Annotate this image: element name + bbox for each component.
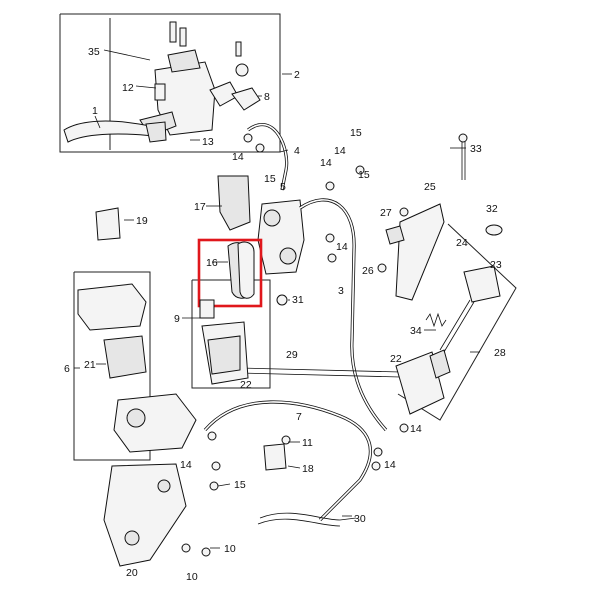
- callout-17: 17: [194, 201, 206, 213]
- front-brake-lever: [63, 120, 167, 143]
- callout-16: 16: [206, 257, 218, 269]
- callout-21: 21: [84, 359, 96, 371]
- callout-14: 14: [410, 423, 422, 435]
- callout-8: 8: [264, 91, 270, 103]
- rear-caliper-bracket-6: [77, 283, 147, 379]
- callout-11: 11: [302, 437, 313, 449]
- callout-2: 2: [294, 69, 300, 81]
- callout-5: 5: [280, 181, 286, 193]
- rear-caliper-group-frame: [73, 271, 151, 461]
- callout-10: 10: [186, 571, 198, 583]
- spring-34: [425, 312, 447, 328]
- callout-15: 15: [350, 127, 362, 139]
- callout-14: 14: [232, 151, 244, 163]
- brake-line-29: [239, 367, 401, 378]
- rear-master-cylinder: [395, 299, 475, 415]
- reservoir-23: [463, 265, 501, 303]
- callout-29: 29: [286, 349, 298, 361]
- rear-caliper: [113, 393, 197, 453]
- callout-20: 20: [126, 567, 138, 579]
- rear-pad-holder: [199, 299, 249, 385]
- highlight-box-brake-pads: [197, 238, 263, 308]
- callout-15: 15: [264, 173, 276, 185]
- callout-34: 34: [410, 325, 422, 337]
- callout-14: 14: [320, 157, 332, 169]
- callout-35: 35: [88, 46, 100, 58]
- callout-22: 22: [390, 353, 402, 365]
- callout-6: 6: [64, 363, 70, 375]
- leader-lines: [74, 49, 480, 549]
- callout-12: 12: [122, 82, 134, 94]
- front-brake-caliper: [217, 175, 305, 275]
- brake-pads: [227, 241, 255, 299]
- callout-14: 14: [180, 459, 192, 471]
- callout-14: 14: [384, 459, 396, 471]
- callout-13: 13: [202, 136, 214, 148]
- callout-7: 7: [296, 411, 302, 423]
- bolt-33: [458, 133, 468, 180]
- callout-3: 3: [338, 285, 344, 297]
- callout-32: 32: [486, 203, 498, 215]
- callout-15: 15: [234, 479, 246, 491]
- callout-25: 25: [424, 181, 436, 193]
- fasteners: [181, 133, 409, 557]
- callout-30: 30: [354, 513, 366, 525]
- callout-labels: 35 2 12 8 1 13 4 14 15 5 15 14 14 15 33 …: [64, 46, 506, 583]
- clamp-19: [95, 207, 121, 241]
- callout-19: 19: [136, 215, 148, 227]
- callout-10: 10: [224, 543, 236, 555]
- callout-15: 15: [358, 169, 370, 181]
- callout-14: 14: [334, 145, 346, 157]
- callout-9: 9: [174, 313, 180, 325]
- callout-27: 27: [380, 207, 392, 219]
- callout-22: 22: [240, 379, 252, 391]
- callout-31: 31: [292, 294, 304, 306]
- washer-32: [485, 224, 503, 236]
- callout-24: 24: [456, 237, 468, 249]
- callout-26: 26: [362, 265, 374, 277]
- callout-33: 33: [470, 143, 482, 155]
- front-brake-hose: [247, 122, 289, 191]
- callout-28: 28: [494, 347, 506, 359]
- callout-4: 4: [294, 145, 300, 157]
- rear-brake-pedal: [385, 203, 445, 301]
- brake-line-7: [203, 400, 372, 522]
- callout-23: 23: [490, 259, 502, 271]
- front-master-cylinder: [139, 21, 239, 137]
- lever-bracket-part-8: [231, 41, 261, 111]
- callout-1: 1: [92, 105, 98, 117]
- callout-14: 14: [336, 241, 348, 253]
- cable-30: [257, 512, 357, 527]
- callout-18: 18: [302, 463, 314, 475]
- brake-line-3: [299, 198, 388, 432]
- caliper-support-20: [103, 463, 187, 567]
